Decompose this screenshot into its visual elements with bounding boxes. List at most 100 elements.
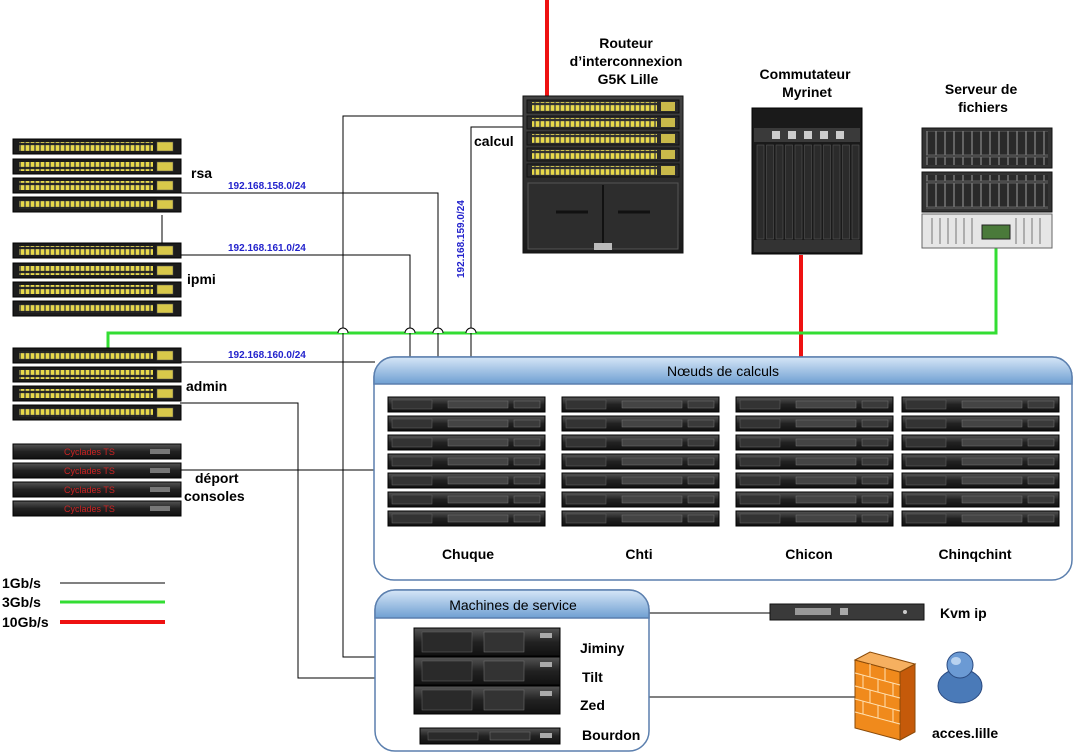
myrinet-port: [836, 131, 844, 139]
compute-node: [735, 415, 894, 432]
ipmi-link-line: [180, 254, 411, 357]
compute-node: [735, 472, 894, 489]
router-linecard: [526, 163, 680, 178]
switch-admin-unit: [12, 385, 182, 402]
compute-node: [387, 453, 546, 470]
network-calcul: 192.168.159.0/24: [456, 200, 467, 278]
legend-label-0: 1Gb/s: [2, 575, 41, 591]
crossing-hump: [465, 327, 477, 334]
myrinet-slot: [851, 144, 860, 240]
router-linecard: [526, 131, 680, 146]
compute-node: [387, 434, 546, 451]
compute-node: [735, 396, 894, 413]
switch-rsa-unit: [12, 138, 182, 155]
user-icon: [937, 651, 983, 704]
switch-stacks: [12, 138, 182, 421]
myrinet-slot: [813, 144, 822, 240]
compute-node: [901, 510, 1060, 527]
admin-service-line: [180, 402, 375, 679]
compute-node: [735, 453, 894, 470]
deport-label-2: consoles: [184, 488, 245, 504]
console-server-unit: Cyclades TS: [12, 443, 182, 460]
compute-node: [387, 510, 546, 527]
compute-node: [561, 472, 720, 489]
fileserver-3g-line: [106, 245, 998, 355]
compute-node: [561, 510, 720, 527]
compute-node: [561, 396, 720, 413]
myrinet-label-line1: Commutateur: [760, 66, 852, 82]
switch-admin-unit: [12, 366, 182, 383]
network-rsa: 192.168.158.0/24: [228, 181, 306, 192]
cluster-label-0: Chuque: [442, 546, 494, 562]
myrinet-slot: [794, 144, 803, 240]
network-ipmi: 192.168.161.0/24: [228, 243, 306, 254]
router-label-line2: d’interconnexion: [570, 53, 683, 69]
router-linecard: [526, 147, 680, 162]
kvm-label: Kvm ip: [940, 605, 987, 621]
service-server: [413, 627, 561, 657]
console-server-unit: Cyclades TS: [12, 462, 182, 479]
legend-label-2: 10Gb/s: [2, 614, 49, 630]
access-label: acces.lille: [932, 725, 998, 741]
crossing-hump: [337, 327, 349, 334]
switch-rsa-unit: [12, 177, 182, 194]
compute-node: [735, 510, 894, 527]
legend-label-1: 3Gb/s: [2, 594, 41, 610]
deport-label-1: déport: [195, 470, 239, 486]
compute-node: [387, 491, 546, 508]
myrinet-label-line2: Myrinet: [782, 84, 832, 100]
compute-node: [901, 396, 1060, 413]
firewall-icon: [853, 651, 917, 741]
console-server-brand: Cyclades TS: [64, 485, 115, 495]
router-label-line1: Routeur: [599, 35, 653, 51]
myrinet-slot: [785, 144, 793, 240]
console-server-brand: Cyclades TS: [64, 504, 115, 514]
crossing-hump: [432, 327, 444, 334]
rsa-label: rsa: [191, 165, 212, 181]
console-server-unit: Cyclades TS: [12, 481, 182, 498]
compute-node: [561, 491, 720, 508]
service-server: [419, 727, 561, 745]
legend: 1Gb/s 3Gb/s 10Gb/s: [2, 575, 165, 630]
compute-node: [387, 472, 546, 489]
myrinet-slot: [766, 144, 774, 240]
service-server: [413, 685, 561, 715]
router-label: Routeur d’interconnexion G5K Lille: [570, 35, 687, 87]
service-machine-1: Tilt: [582, 669, 603, 685]
console-servers: Cyclades TS Cyclades TS Cyclades TS Cyclade…: [12, 443, 182, 517]
service-group: Machines de service Jiminy Tilt Zed Bour…: [374, 589, 650, 752]
link-lines: [106, 0, 998, 698]
service-server: [413, 656, 561, 686]
myrinet-port: [772, 131, 780, 139]
compute-node: [561, 453, 720, 470]
cluster-label-3: Chinqchint: [938, 546, 1011, 562]
network-admin: 192.168.160.0/24: [228, 350, 306, 361]
console-server-brand: Cyclades TS: [64, 466, 115, 476]
myrinet-slot: [804, 144, 812, 240]
myrinet-switch: [751, 107, 863, 255]
ipmi-label: ipmi: [187, 271, 216, 287]
compute-title: Nœuds de calculs: [667, 363, 779, 379]
calcul-link-line: [470, 126, 523, 357]
crossing-hump: [404, 327, 416, 334]
compute-node: [561, 415, 720, 432]
switch-rsa-unit: [12, 196, 182, 213]
compute-node: [387, 396, 546, 413]
console-server-brand: Cyclades TS: [64, 447, 115, 457]
myrinet-slot: [756, 144, 765, 240]
compute-node: [901, 491, 1060, 508]
kvm-switch: [769, 603, 925, 621]
service-machine-3: Bourdon: [582, 727, 640, 743]
cluster-label-1: Chti: [625, 546, 652, 562]
compute-node: [901, 453, 1060, 470]
router-label-line3: G5K Lille: [598, 71, 659, 87]
admin-label: admin: [186, 378, 227, 394]
switch-admin-unit: [12, 404, 182, 421]
myrinet-slot: [823, 144, 831, 240]
fileserver-label: Serveur de fichiers: [945, 81, 1021, 115]
myrinet-slot: [842, 144, 850, 240]
switch-ipmi-unit: [12, 262, 182, 279]
compute-node: [901, 434, 1060, 451]
rsa-link-line: [180, 192, 439, 357]
